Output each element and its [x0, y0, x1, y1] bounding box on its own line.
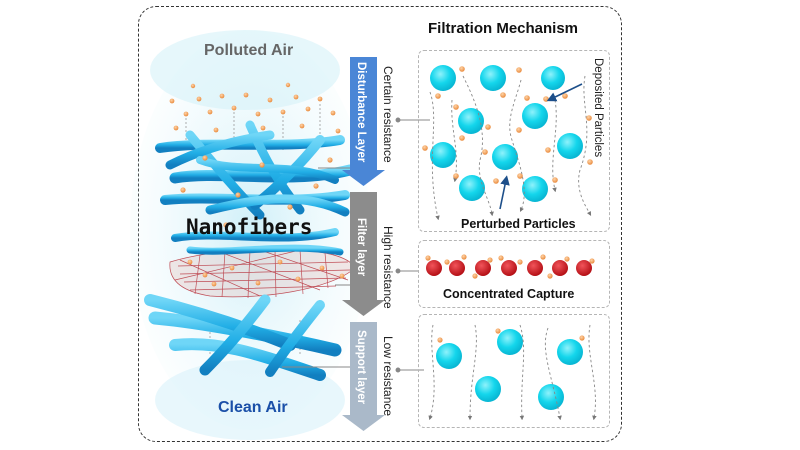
concentrated-capture-label: Concentrated Capture	[443, 287, 575, 301]
panel-support	[418, 314, 610, 428]
particles-top	[422, 66, 593, 184]
nanofibers-label: Nanofibers	[186, 215, 313, 239]
polluted-air-label: Polluted Air	[204, 42, 294, 59]
filter-mesh-particles	[187, 259, 345, 287]
disturbance-layer-label: Disturbance Layer	[355, 62, 367, 163]
clean-air-label: Clean Air	[218, 399, 288, 416]
captured-particles	[425, 254, 595, 279]
panel-disturbance	[418, 50, 610, 232]
panel-connectors	[395, 117, 430, 373]
fiber-particles	[180, 155, 333, 228]
particles-bottom	[437, 328, 585, 343]
perturbed-particles-label: Perturbed Particles	[461, 217, 576, 231]
mechanism-title: Filtration Mechanism	[428, 20, 579, 37]
annotation-arrows	[499, 83, 583, 210]
filter-fibers	[171, 228, 344, 256]
support-layer-label: Support layer	[355, 330, 367, 405]
polluted-air-particles	[169, 82, 341, 134]
high-resistance-label: High resistance	[381, 226, 395, 309]
low-resistance-label: Low resistance	[381, 336, 395, 417]
air-haze	[130, 30, 370, 440]
panel-filter	[418, 240, 610, 308]
disturbance-fibers	[155, 120, 356, 220]
certain-resistance-label: Certain resistance	[381, 66, 395, 163]
flow-paths-bottom	[428, 324, 597, 421]
mechanism-spheres-top	[430, 65, 583, 202]
filter-layer-arrow	[342, 192, 385, 316]
filter-layer-label: Filter layer	[355, 218, 367, 277]
disturbance-layer-arrow	[342, 57, 385, 186]
support-fibers	[144, 294, 342, 381]
support-layer-arrow	[342, 322, 385, 431]
deposited-particles-label: Deposited Particles	[592, 58, 604, 158]
mechanism-spheres-bottom	[436, 329, 583, 410]
